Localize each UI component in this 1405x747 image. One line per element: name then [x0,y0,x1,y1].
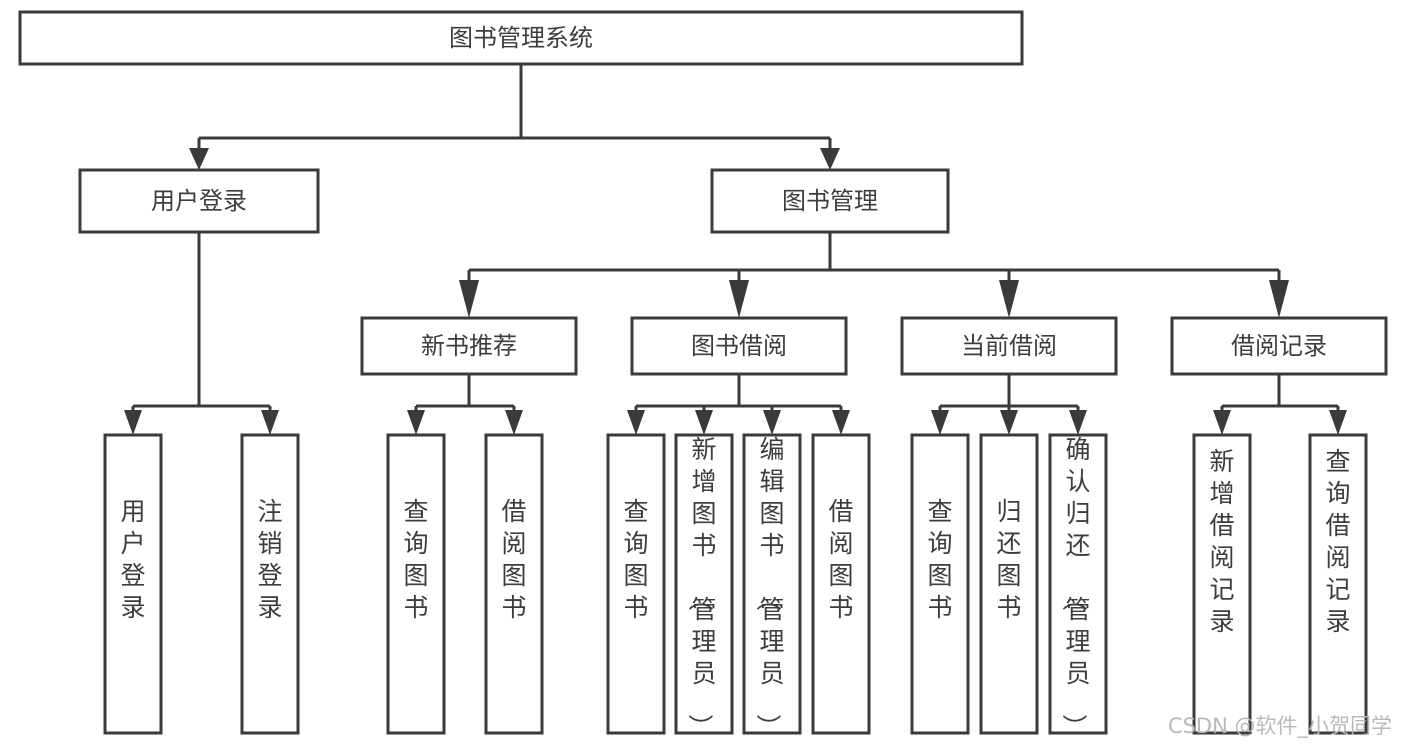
leaf-new-book-2-label: 借阅图书 [501,497,526,622]
arrow-current-borrow-leaf-2 [1000,410,1018,435]
leaf-book-borrow-2-box[interactable] [674,433,734,735]
node-current-borrow[interactable]: 当前借阅 [900,316,1118,376]
leaf-book-borrow-3[interactable]: 编辑图书（管理员） [742,433,802,739]
leaf-current-borrow-3-label: 确认归还（管理员） [1059,435,1090,739]
arrow-book-borrow-leaf-4 [832,410,850,435]
csdn-watermark: CSDN @软件_小贺同学 [1168,714,1392,739]
node-root-label: 图书管理系统 [449,24,593,52]
leaf-new-book-1-box[interactable] [386,433,446,735]
connector-layer [124,64,1347,435]
leaf-borrow-record-1[interactable]: 新增借阅记录 [1192,433,1252,735]
leaf-book-borrow-4-label: 借阅图书 [828,497,853,622]
node-borrow-record-box[interactable] [1170,316,1388,376]
arrow-user-login-leaf-1 [124,410,142,435]
leaf-book-borrow-1[interactable]: 查询图书 [606,433,666,735]
arrow-to-book-manage [820,148,840,170]
leaf-user-login-1[interactable]: 用户登录 [103,433,163,735]
node-root[interactable]: 图书管理系统 [18,10,1024,66]
leaf-current-borrow-2-box[interactable] [979,433,1039,735]
node-book-manage[interactable]: 图书管理 [710,168,950,234]
arrow-to-current-borrow [999,280,1019,318]
leaf-new-book-1-label: 查询图书 [403,497,428,622]
leaf-borrow-record-1-label: 新增借阅记录 [1209,447,1234,636]
arrow-to-book-borrow [729,280,749,318]
leaf-book-borrow-3-label: 编辑图书（管理员） [753,435,784,739]
leaf-book-borrow-2-label: 新增图书（管理员） [685,435,716,739]
leaf-current-borrow-1-label: 查询图书 [927,497,952,622]
leaf-book-borrow-2[interactable]: 新增图书（管理员） [674,433,734,739]
leaf-user-login-1-box[interactable] [103,433,163,735]
leaf-borrow-record-2-box[interactable] [1308,433,1368,735]
leaf-new-book-2-box[interactable] [484,433,544,735]
leaf-current-borrow-2-label: 归还图书 [996,497,1021,622]
node-user-login[interactable]: 用户登录 [78,168,320,234]
leaf-book-borrow-4[interactable]: 借阅图书 [811,433,871,735]
leaf-book-borrow-1-box[interactable] [606,433,666,735]
arrow-current-borrow-leaf-1 [931,410,949,435]
leaf-current-borrow-2[interactable]: 归还图书 [979,433,1039,735]
leaf-book-borrow-1-label: 查询图书 [623,497,648,622]
node-borrow-record-label: 借阅记录 [1231,332,1327,360]
leaf-user-login-2[interactable]: 注销登录 [240,433,300,735]
leaf-new-book-2[interactable]: 借阅图书 [484,433,544,735]
leaf-current-borrow-3[interactable]: 确认归还（管理员） [1048,433,1108,739]
arrow-borrow-record-leaf-1 [1213,410,1231,435]
leaf-current-borrow-1-box[interactable] [910,433,970,735]
arrow-current-borrow-leaf-3 [1069,410,1087,435]
leaf-borrow-record-2[interactable]: 查询借阅记录 [1308,433,1368,735]
leaf-user-login-1-label: 用户登录 [120,497,145,622]
node-current-borrow-box[interactable] [900,316,1118,376]
leaf-user-login-2-box[interactable] [240,433,300,735]
node-borrow-record[interactable]: 借阅记录 [1170,316,1388,376]
node-new-book-recommend-box[interactable] [360,316,578,376]
arrow-user-login-leaf-2 [261,410,279,435]
node-book-manage-box[interactable] [710,168,950,234]
leaf-new-book-1[interactable]: 查询图书 [386,433,446,735]
node-book-manage-label: 图书管理 [782,187,878,215]
arrow-to-new-book [459,280,479,318]
node-book-borrow[interactable]: 图书借阅 [630,316,848,376]
node-user-login-box[interactable] [78,168,320,234]
arrow-to-user-login [189,148,209,170]
node-book-borrow-box[interactable] [630,316,848,376]
leaf-current-borrow-3-box[interactable] [1048,433,1108,735]
leaf-borrow-record-2-label: 查询借阅记录 [1325,447,1350,636]
node-root-box[interactable] [18,10,1024,66]
node-user-login-label: 用户登录 [151,187,247,215]
arrow-book-borrow-leaf-3 [763,410,781,435]
leaf-current-borrow-1[interactable]: 查询图书 [910,433,970,735]
arrow-new-book-leaf-2 [505,410,523,435]
leaf-borrow-record-1-box[interactable] [1192,433,1252,735]
arrow-to-borrow-record [1269,280,1289,318]
node-current-borrow-label: 当前借阅 [961,332,1057,360]
arrow-book-borrow-leaf-2 [695,410,713,435]
node-book-borrow-label: 图书借阅 [691,332,787,360]
arrow-borrow-record-leaf-2 [1329,410,1347,435]
leaf-book-borrow-4-box[interactable] [811,433,871,735]
node-new-book-recommend[interactable]: 新书推荐 [360,316,578,376]
arrow-new-book-leaf-1 [407,410,425,435]
node-new-book-recommend-label: 新书推荐 [421,332,517,360]
arrow-book-borrow-leaf-1 [627,410,645,435]
leaf-user-login-2-label: 注销登录 [257,497,282,622]
leaf-book-borrow-3-box[interactable] [742,433,802,735]
